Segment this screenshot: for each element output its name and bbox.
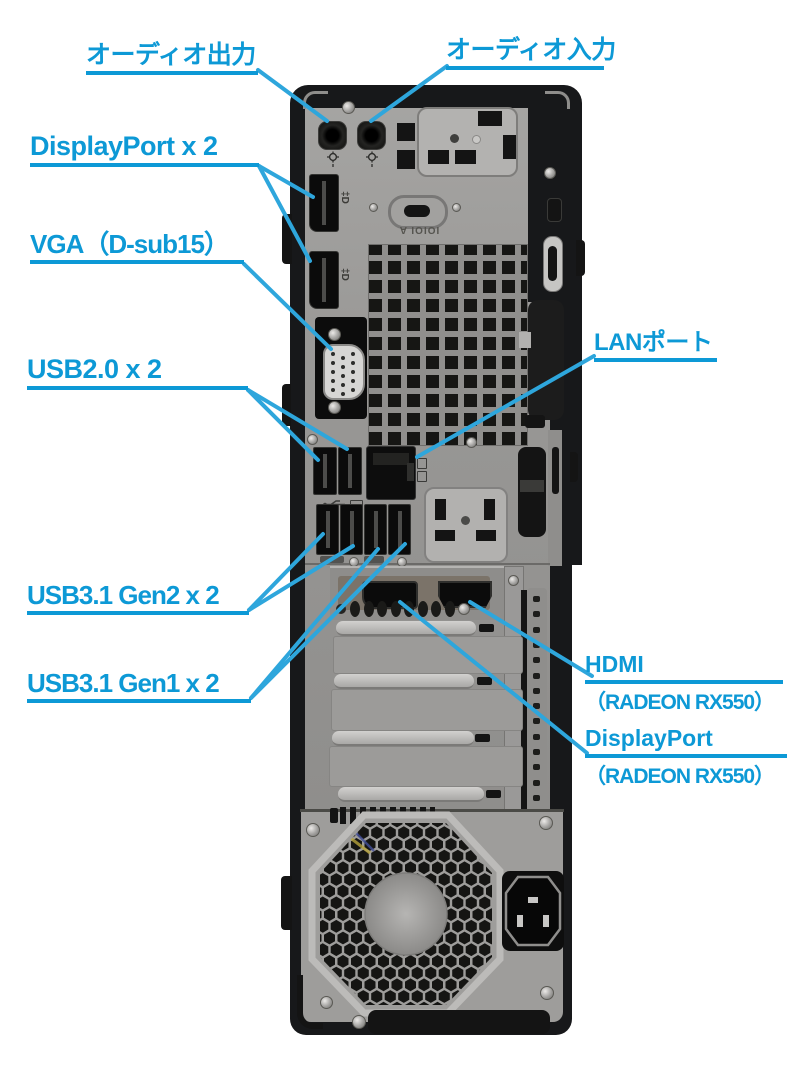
screw	[508, 575, 519, 586]
screw	[342, 101, 355, 114]
psu-latch	[528, 300, 564, 420]
screw	[306, 823, 320, 837]
leader-lan	[415, 354, 596, 459]
leader-gen1-1	[249, 547, 380, 700]
usb31-gen1-x2-label: USB3.1 Gen1 x 2	[27, 669, 251, 704]
slot-vent	[477, 677, 492, 685]
leader-gen2-1	[247, 532, 325, 612]
audio-out-jack	[318, 121, 347, 150]
usb2-port-2	[338, 447, 362, 495]
displayport-port-1	[309, 174, 339, 232]
slot-vent	[486, 790, 501, 798]
leader-dp-2	[257, 164, 312, 263]
psu-vent-hole	[330, 808, 338, 823]
cable-clip	[525, 415, 545, 428]
case-side-tab	[282, 214, 292, 264]
screw	[320, 996, 333, 1009]
expansion-slot-cover	[329, 746, 523, 787]
leader-usb2-2	[246, 388, 349, 451]
leader-audio-in	[369, 64, 449, 123]
kensington-lock-slot	[547, 198, 562, 222]
padlock-loop	[543, 236, 563, 292]
screw	[540, 986, 554, 1000]
leader-vga	[242, 262, 333, 351]
case-foot	[368, 1010, 550, 1034]
displayport-port-2	[309, 251, 339, 309]
displayport-x2-label: DisplayPort x 2	[30, 131, 259, 168]
screw	[452, 203, 461, 212]
screw	[539, 816, 553, 830]
case-side-tab	[282, 384, 291, 426]
slot-vent	[479, 624, 494, 632]
leader-dp-1	[257, 164, 315, 199]
displayport-gpu-label-line1: DisplayPort	[585, 725, 787, 758]
hdmi-gpu-label: HDMI （RADEON RX550）	[585, 651, 783, 716]
displayport-gpu-label-line2: （RADEON RX550）	[585, 765, 775, 788]
expansion-slot-cover	[331, 689, 523, 731]
knockout-oval	[388, 195, 448, 229]
headset-icon	[366, 151, 378, 167]
audio-out-label: オーディオ出力	[86, 42, 258, 75]
top-hook-right	[545, 91, 570, 109]
lan-label: LANポート	[594, 330, 717, 362]
expansion-slot-cover	[333, 636, 523, 674]
knockout-plate-top	[417, 107, 518, 177]
usb31-gen2-x2-label: USB3.1 Gen2 x 2	[27, 581, 249, 616]
leader-hdmi	[468, 600, 594, 678]
usb31-port-3	[364, 504, 387, 555]
screw	[458, 603, 470, 615]
lan-led-icon	[417, 471, 427, 482]
hdmi-gpu-label-line1: HDMI	[585, 651, 783, 684]
hdmi-gpu-label-line2: （RADEON RX550）	[585, 691, 775, 714]
slot-cover-bar	[334, 674, 474, 689]
leader-gen2-2	[247, 544, 355, 612]
usb-ss-icon	[364, 556, 384, 563]
lan-led-icon	[417, 458, 427, 469]
slot-cover-bar	[338, 787, 484, 802]
fan-grille	[308, 811, 504, 1017]
screw	[466, 437, 477, 448]
slot-gap	[552, 447, 559, 494]
headset-icon	[327, 151, 339, 167]
leader-audio-out	[256, 68, 329, 123]
leader-usb2-1	[246, 388, 320, 462]
psu-hook	[297, 975, 323, 1029]
audio-in-jack	[357, 121, 386, 150]
screw	[369, 203, 378, 212]
cable-clip	[518, 447, 546, 537]
slot-cover-bar	[336, 621, 476, 636]
case-side-bump	[576, 240, 585, 276]
case-side-bump	[570, 452, 578, 482]
vga-port	[315, 317, 367, 419]
screw	[307, 434, 318, 445]
power-inlet	[502, 871, 564, 951]
screw	[544, 167, 556, 179]
usb2-port-1	[313, 447, 337, 495]
panel-seam	[305, 563, 550, 565]
latch-tab	[519, 332, 531, 348]
top-hook-left	[303, 91, 328, 109]
slot-cover-bar	[332, 731, 474, 746]
case-side-tab	[281, 876, 292, 930]
displayport-gpu-label: DisplayPort （RADEON RX550）	[585, 725, 787, 790]
knockout-plate-mid	[424, 487, 508, 563]
screw	[352, 1015, 366, 1029]
usb20-x2-label: USB2.0 x 2	[27, 354, 248, 391]
vent-grid	[368, 244, 528, 446]
leader-gen1-2	[249, 542, 407, 700]
vga-label: VGA（D-sub15）	[30, 230, 244, 265]
usb31-port-2	[340, 504, 363, 555]
usb31-port-1	[316, 504, 339, 555]
leader-dp-gpu	[398, 600, 589, 755]
lan-port	[366, 446, 416, 500]
vent-slot	[397, 123, 415, 141]
slot-vent	[475, 734, 490, 742]
audio-in-label: オーディオ入力	[446, 37, 616, 70]
vent-slot	[397, 150, 415, 169]
